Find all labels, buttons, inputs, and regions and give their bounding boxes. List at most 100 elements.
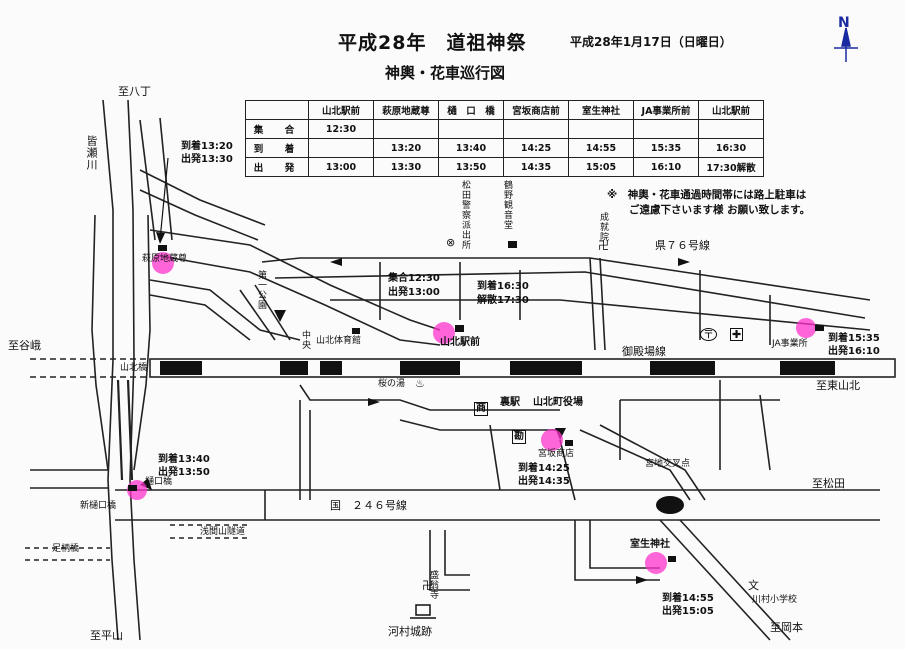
table-cell: 13:00 [308, 157, 374, 177]
table-cell: 14:55 [568, 138, 634, 158]
label-to-okamoto: 至岡本 [770, 621, 803, 634]
table-header: JA事業所前 [633, 100, 699, 120]
police-icon: ⊗ [446, 236, 456, 249]
road [589, 520, 660, 569]
time-dismiss: 解散17:30 [477, 295, 529, 306]
road [139, 189, 259, 241]
time-arrive: 到着15:35 [828, 333, 880, 344]
label-to-hirayama: 至平山 [90, 629, 123, 642]
time-depart: 出発13:00 [388, 287, 440, 298]
label-ja-office: JA事業所 [772, 339, 808, 349]
table-cell [633, 119, 699, 139]
time-depart: 出発16:10 [828, 346, 880, 357]
time-depart: 出発13:50 [158, 467, 210, 478]
time-arrive: 到着13:40 [158, 454, 210, 465]
table-cell [373, 119, 439, 139]
label-murou-shrine: 室生神社 [630, 539, 670, 550]
table-row: 到 着 13:20 13:40 14:25 14:55 15:35 16:30 [245, 138, 764, 158]
label-route246: 国 ２４６号線 [330, 499, 407, 512]
table-header: 山北駅前 [698, 100, 764, 120]
table-cell: 17:30解散 [698, 157, 764, 177]
table-cell [308, 138, 374, 158]
route [126, 379, 134, 481]
table-cell [568, 119, 634, 139]
table-cell: 16:30 [698, 138, 764, 158]
label-to-tanigamine: 至谷峨 [8, 339, 41, 352]
road [149, 294, 251, 341]
label-gotenba-line: 御殿場線 [622, 345, 666, 358]
road [489, 424, 501, 491]
railway [149, 358, 896, 378]
table-header: 萩原地蔵尊 [373, 100, 439, 120]
time-arrive: 到着13:20 [181, 141, 233, 152]
table-cell: 16:10 [633, 157, 699, 177]
hot-spring-icon: ♨ [415, 377, 425, 390]
road [679, 519, 791, 641]
time-higuchi: 到着13:40 出発13:50 [158, 453, 210, 479]
road [330, 299, 871, 331]
road [599, 257, 606, 351]
label-minasegawa: 皆瀬川 [85, 135, 98, 171]
school-icon: 文 [748, 579, 759, 592]
north-arrow [834, 27, 858, 62]
temple-icon: 卍 [598, 239, 609, 252]
notice-line: ※ 神輿・花車通過時間帯には路上駐車は [607, 189, 807, 201]
time-depart: 出発14:35 [518, 476, 570, 487]
road [139, 169, 266, 226]
route [116, 379, 124, 481]
road [154, 254, 441, 346]
table-cell [698, 119, 764, 139]
table-header: 宮坂商店前 [503, 100, 569, 120]
table-header-row: 山北駅前 萩原地蔵尊 樋 口 橋 宮坂商店前 室生神社 JA事業所前 山北駅前 [245, 100, 764, 120]
time-ja: 到着15:35 出発16:10 [828, 332, 880, 358]
table-cell: 14:25 [503, 138, 569, 158]
time-hagiwara: 到着13:20 出発13:30 [181, 140, 233, 166]
road [91, 214, 109, 471]
time-arrive: 到着16:30 [477, 281, 529, 292]
road [274, 271, 866, 319]
table-cell: 13:50 [438, 157, 504, 177]
parking-notice: ※ 神輿・花車通過時間帯には路上駐車は ご遠慮下さいます様 お願い致します。 [607, 188, 810, 218]
road [254, 284, 291, 341]
label-ashigarabashi: 足柄橋 [52, 544, 80, 554]
road [261, 257, 871, 301]
label-daiichi-park: 第一公園 [256, 270, 266, 310]
table-cell: 到 着 [245, 138, 309, 158]
table-cell [438, 119, 504, 139]
time-assemble: 集合12:30 [388, 273, 440, 284]
table-cell: 13:30 [373, 157, 439, 177]
time-station: 集合12:30 出発13:00 [388, 272, 440, 300]
road [399, 419, 560, 431]
label-police-box: 松田警察派出所 [460, 180, 470, 250]
road [133, 214, 151, 471]
label-town-office: 山北町役場 [533, 397, 583, 408]
label-chuo: 中央 [300, 330, 310, 350]
table-cell: 出 発 [245, 157, 309, 177]
table-header: 山北駅前 [308, 100, 374, 120]
shop-icon: 商 [474, 402, 488, 416]
table-row: 集 合 12:30 [245, 119, 764, 139]
river [102, 99, 119, 641]
table-cell: 14:35 [503, 157, 569, 177]
miyaji-crossing-marker [656, 496, 684, 514]
label-ura-station: 裏駅 [500, 397, 520, 408]
table-cell [245, 100, 309, 120]
time-miyasaka: 到着14:25 出発14:35 [518, 462, 570, 488]
label-gym: 山北体育館 [316, 336, 362, 346]
page-subtitle: 神輿・花車巡行図 [385, 64, 506, 82]
table-cell: 15:05 [568, 157, 634, 177]
notice-line: ご遠慮下さいます様 お願い致します。 [629, 204, 811, 217]
table-cell: 13:20 [373, 138, 439, 158]
label-to-higashiyamakita: 至東山北 [816, 379, 860, 392]
label-to-matsuda: 至松田 [812, 477, 845, 490]
post-office-icon: 〒 [700, 328, 717, 341]
label-route76: 県７６号線 [655, 239, 710, 252]
table-header: 樋 口 橋 [438, 100, 504, 120]
page-title: 平成28年 道祖神祭 [338, 32, 527, 54]
kan-icon: 勘 [512, 430, 526, 444]
schedule-table: 山北駅前 萩原地蔵尊 樋 口 橋 宮坂商店前 室生神社 JA事業所前 山北駅前 … [245, 100, 764, 177]
road [659, 519, 771, 641]
hospital-icon: ✚ [730, 328, 744, 341]
road [139, 119, 156, 241]
